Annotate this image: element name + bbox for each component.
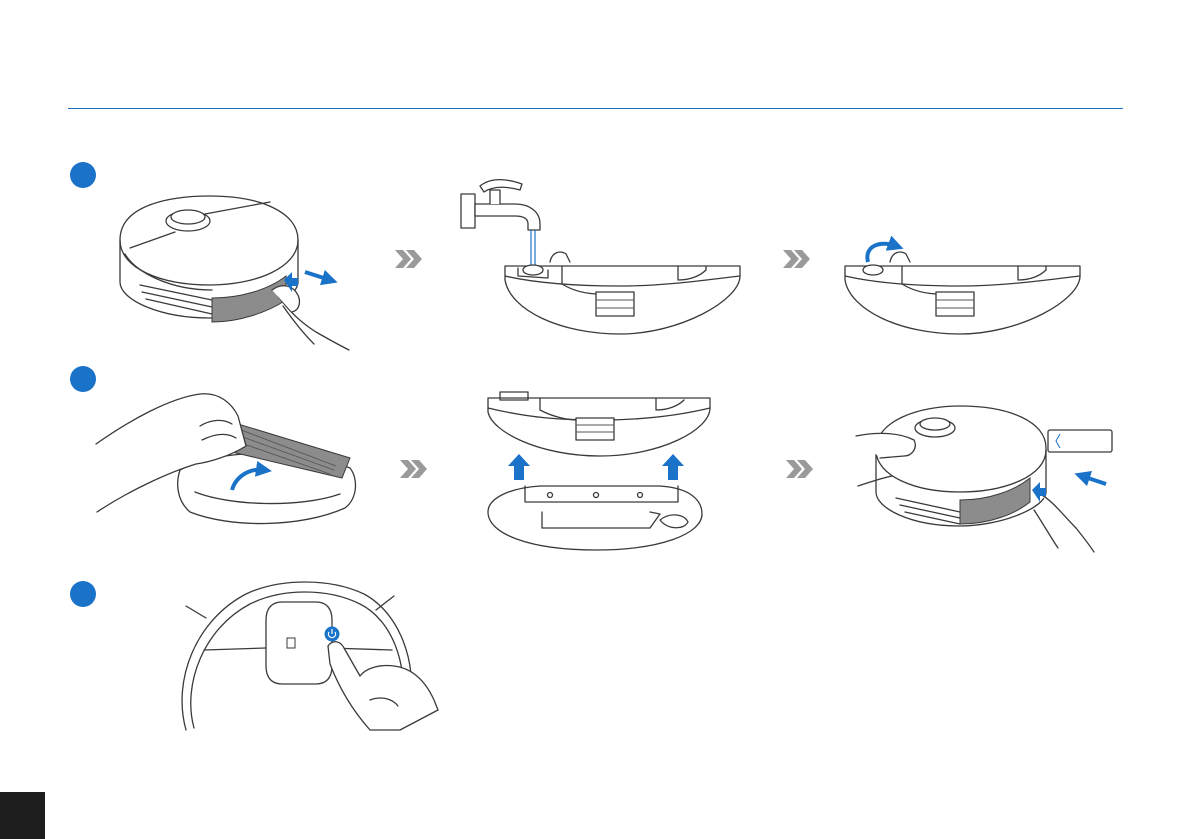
insert-water-tank-illustration	[856, 406, 1112, 552]
press-power-button-illustration	[182, 582, 438, 730]
page-corner-tab	[0, 792, 45, 839]
remove-water-tank-illustration	[120, 196, 349, 350]
close-fill-cap-illustration	[845, 244, 1080, 334]
double-chevron-right-icon	[783, 250, 810, 268]
double-chevron-right-icon	[400, 460, 427, 478]
fill-water-tank-illustration	[461, 180, 740, 334]
attach-mop-cloth-illustration	[96, 394, 355, 524]
double-chevron-right-icon	[786, 460, 813, 478]
double-chevron-right-icon	[395, 250, 422, 268]
mount-mop-plate-illustration	[488, 392, 710, 550]
